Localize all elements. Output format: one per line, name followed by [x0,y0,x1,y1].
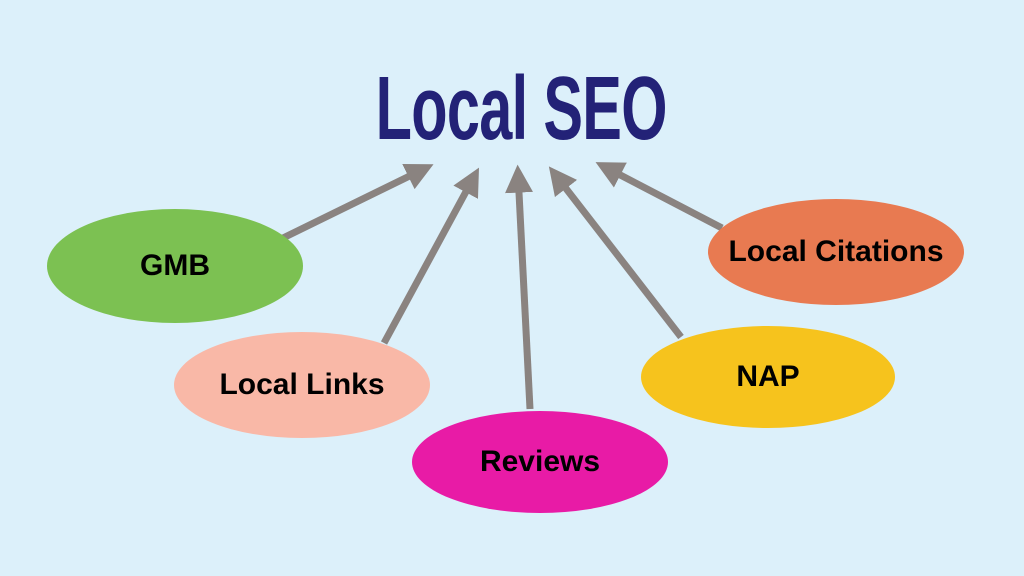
node-local-citations: Local Citations [708,199,964,305]
arrow-from-reviews [505,164,534,410]
arrow-from-local-citations [595,162,724,232]
node-reviews: Reviews [412,411,668,513]
arrow-from-local-links [380,167,480,345]
diagram-title: Local SEO [375,59,668,159]
arrow-from-nap [548,166,684,340]
node-nap: NAP [641,326,895,428]
node-label-local-links: Local Links [219,368,385,401]
node-label-local-citations: Local Citations [728,235,944,268]
node-label-nap: NAP [736,360,800,393]
node-label-reviews: Reviews [479,445,601,478]
node-label-gmb: GMB [140,249,210,282]
node-gmb: GMB [47,209,303,323]
node-local-links: Local Links [174,332,430,438]
arrow-from-gmb [281,164,434,242]
